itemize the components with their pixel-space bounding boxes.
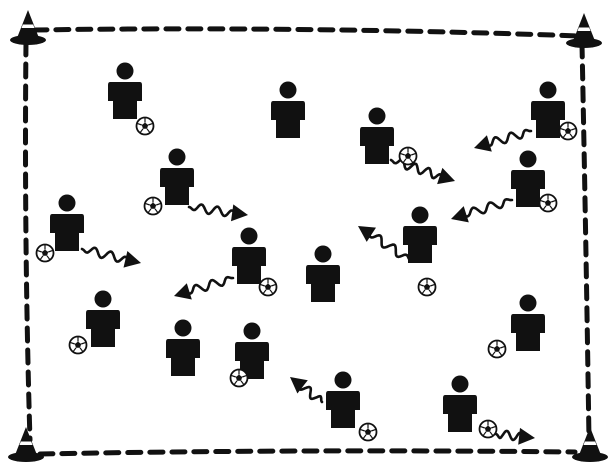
field-boundary xyxy=(23,26,592,457)
player-icon xyxy=(86,290,120,347)
dribble-arrow-shaft xyxy=(297,382,324,404)
dribble-arrow-icon xyxy=(187,203,248,222)
dribble-arrow-head xyxy=(231,204,248,222)
dribble-arrow-icon xyxy=(474,128,533,152)
training-cone-icon xyxy=(8,427,44,462)
dribble-arrow-shaft xyxy=(366,230,412,262)
training-cone-icon xyxy=(566,13,602,48)
dribble-arrow-shaft xyxy=(460,198,514,218)
dribble-arrow-head xyxy=(437,167,455,185)
player-icon xyxy=(108,62,142,119)
dribble-arrow-icon xyxy=(358,226,412,262)
soccer-ball-icon xyxy=(558,121,578,141)
soccer-ball-icon xyxy=(258,277,278,297)
dribble-arrow-head xyxy=(123,251,141,268)
soccer-ball-icon xyxy=(538,193,558,213)
soccer-ball-icon xyxy=(358,422,378,442)
soccer-ball-icon xyxy=(478,419,498,439)
boundary-top-line xyxy=(31,26,583,39)
player-icon xyxy=(271,81,305,138)
player-icon xyxy=(443,375,477,432)
player-icon xyxy=(306,245,340,302)
dribble-arrow-shaft xyxy=(483,128,533,147)
player-icon xyxy=(360,107,394,164)
dribble-arrow-shaft xyxy=(183,275,235,295)
dribble-arrow-icon xyxy=(80,246,141,268)
dribble-arrow-head xyxy=(290,377,308,394)
dribble-arrow-icon xyxy=(290,377,324,404)
players xyxy=(50,62,565,432)
dribble-arrow-icon xyxy=(389,158,455,185)
soccer-ball-icon xyxy=(398,146,418,166)
dribble-arrow-shaft xyxy=(80,246,132,263)
training-cone-icon xyxy=(572,427,608,462)
soccer-ball-icon xyxy=(487,339,507,359)
dribble-arrow-shaft xyxy=(187,203,239,218)
player-icon xyxy=(511,294,545,351)
dribble-arrows xyxy=(80,128,535,445)
corner-cones xyxy=(8,10,608,462)
dribble-arrow-icon xyxy=(174,275,235,300)
boundary-left-line xyxy=(23,39,33,443)
soccer-ball-icon xyxy=(417,277,437,297)
player-icon xyxy=(160,148,194,205)
dribble-arrow-head xyxy=(174,283,192,300)
soccer-ball-icon xyxy=(143,196,163,216)
boundary-bottom-line xyxy=(37,448,578,457)
dribble-arrow-icon xyxy=(494,427,535,445)
dribble-arrow-shaft xyxy=(389,158,446,180)
soccer-ball-icon xyxy=(68,335,88,355)
player-icon xyxy=(326,371,360,428)
player-icon xyxy=(403,206,437,263)
player-icon xyxy=(50,194,84,251)
boundary-right-line xyxy=(579,41,592,443)
dribble-arrow-head xyxy=(451,206,469,223)
soccer-ball-icon xyxy=(135,116,155,136)
dribble-arrow-head xyxy=(518,427,535,445)
dribble-arrow-head xyxy=(358,226,376,242)
dribble-arrow-head xyxy=(474,135,492,152)
soccer-ball-icon xyxy=(229,368,249,388)
player-icon xyxy=(232,227,266,284)
soccer-ball-icon xyxy=(35,243,55,263)
dribble-arrow-icon xyxy=(451,198,514,223)
player-icon xyxy=(166,319,200,376)
